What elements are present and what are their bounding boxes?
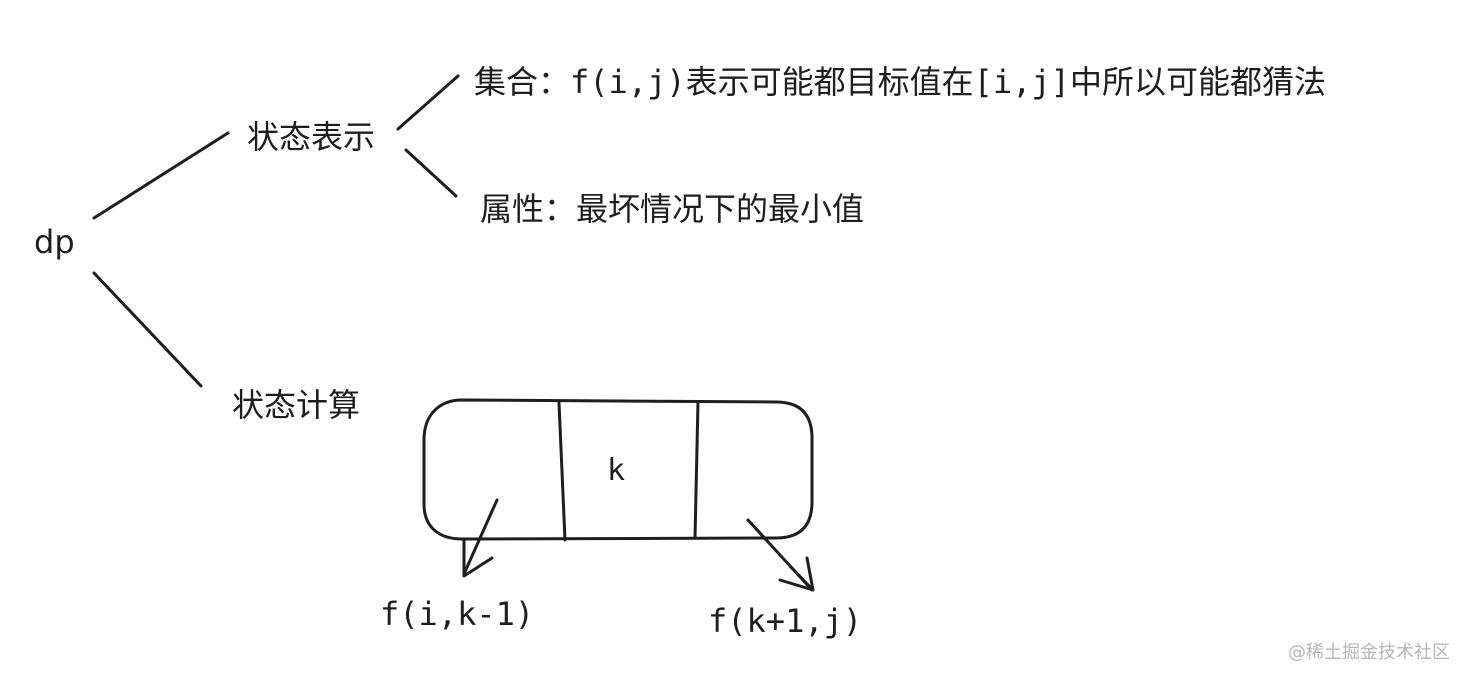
partition-divider-left — [557, 401, 567, 542]
attribute-prefix: 属性： — [480, 190, 577, 228]
partition-middle-label-k: k — [607, 453, 626, 488]
set-prefix: 集合： — [474, 63, 571, 101]
edge-state-representation-to-set — [396, 74, 460, 131]
watermark: @稀土掘金技术社区 — [1288, 642, 1450, 663]
attribute-text: 最坏情况下的最小值 — [576, 190, 865, 228]
edge-dp-to-state-computation — [92, 271, 203, 388]
right-arrow-head — [778, 556, 815, 592]
partition-box — [422, 398, 814, 541]
state-representation-label: 状态表示 — [247, 118, 376, 156]
set-text: f(i,j)表示可能都目标值在[i,j]中所以可能都猜法 — [570, 63, 1326, 101]
left-arrow-head — [462, 539, 494, 578]
root-label-dp: dp — [34, 223, 75, 261]
partition-divider-right — [693, 400, 700, 540]
right-subproblem-label: f(k+1,j) — [708, 602, 863, 640]
left-arrow-shaft — [462, 498, 499, 576]
right-arrow-head-stroke — [788, 564, 813, 590]
attribute-definition: 属性：最坏情况下的最小值 — [480, 193, 864, 225]
set-definition: 集合：f(i,j)表示可能都目标值在[i,j]中所以可能都猜法 — [474, 66, 1326, 98]
state-computation-label: 状态计算 — [232, 386, 361, 424]
edge-dp-to-state-representation — [92, 131, 230, 220]
edge-state-representation-to-attribute — [404, 148, 458, 198]
left-subproblem-label: f(i,k-1) — [380, 595, 535, 633]
